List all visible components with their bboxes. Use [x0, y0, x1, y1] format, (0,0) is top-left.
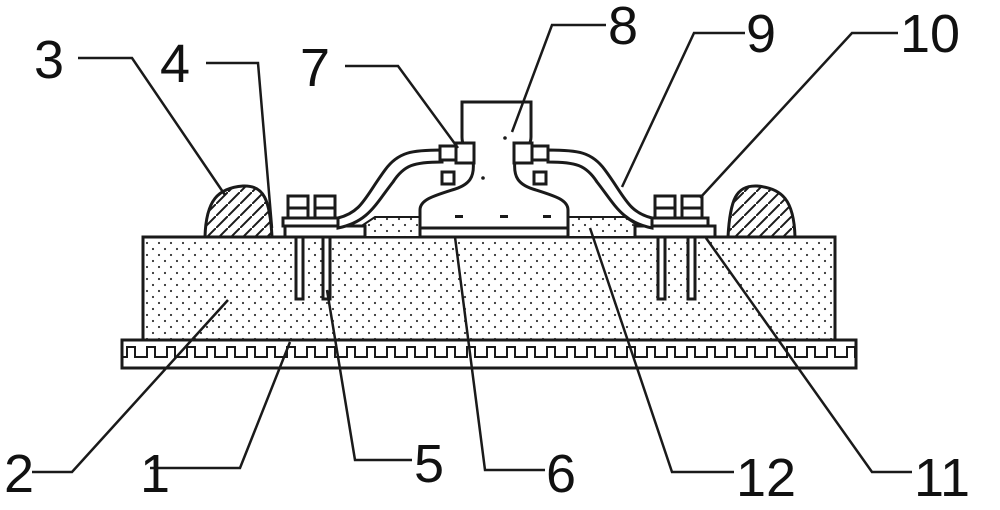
label-5: 5 [414, 434, 444, 494]
part-4-left-base-plate [283, 224, 367, 239]
part-2-base-slab [141, 235, 837, 342]
label-10: 10 [900, 4, 960, 64]
label-9: 9 [746, 4, 776, 64]
part-7-clip-holders [438, 141, 550, 186]
label-11: 11 [914, 448, 970, 508]
part-10-nuts [281, 194, 710, 228]
label-2: 2 [4, 444, 34, 504]
part-5-anchor-bolts [294, 235, 697, 301]
part-1-bottom-layer [120, 338, 858, 370]
label-1: 1 [140, 444, 170, 504]
label-8: 8 [608, 0, 638, 56]
label-3: 3 [34, 30, 64, 90]
part-8-rail [418, 100, 570, 230]
label-12: 12 [736, 448, 796, 508]
part-3-right-shoulder [726, 184, 797, 239]
label-7: 7 [300, 38, 330, 98]
label-4: 4 [160, 34, 190, 94]
part-3-left-shoulder [203, 184, 274, 239]
leader-lines [32, 23, 912, 474]
label-6: 6 [546, 444, 576, 504]
